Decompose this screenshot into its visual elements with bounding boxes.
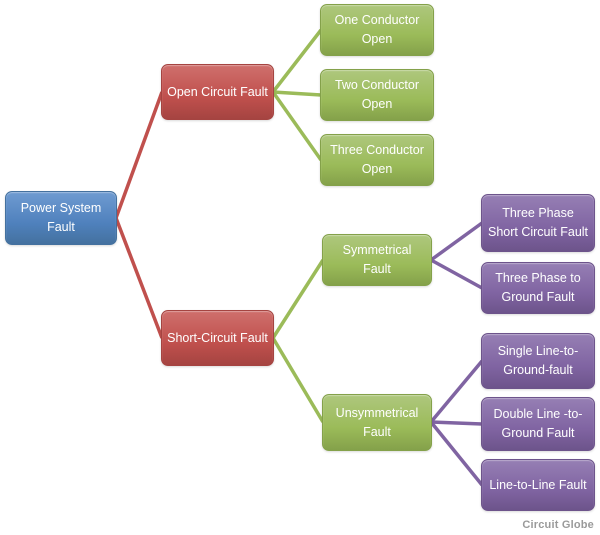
node-label: Short-Circuit Fault xyxy=(167,330,268,345)
connector-symmetrical-three-phase-ground xyxy=(430,258,483,290)
node-double-line-to-ground-fault: Double Line -to-Ground Fault xyxy=(481,397,595,451)
connector-short-unsymmetrical xyxy=(271,337,325,423)
node-line-to-line-fault: Line-to-Line Fault xyxy=(481,459,595,511)
node-label: Three Phase Short Circuit Fault xyxy=(487,206,589,239)
node-label: Two Conductor Open xyxy=(334,78,420,111)
connector-root-short-circuit xyxy=(114,217,164,339)
node-two-conductor-open: Two Conductor Open xyxy=(320,69,434,121)
connector-symmetrical-three-phase-short xyxy=(429,221,484,262)
connector-short-symmetrical xyxy=(271,259,325,339)
node-label: Double Line -to-Ground Fault xyxy=(493,407,583,440)
node-three-phase-to-ground-fault: Three Phase to Ground Fault xyxy=(481,262,595,314)
node-single-line-to-ground-fault: Single Line-to-Ground-fault xyxy=(481,333,595,389)
node-three-conductor-open: Three Conductor Open xyxy=(320,134,434,186)
watermark-circuit-globe: Circuit Globe xyxy=(522,519,594,531)
node-label: Open Circuit Fault xyxy=(167,84,268,99)
node-label: Power System Fault xyxy=(20,201,102,234)
connector-root-open-circuit xyxy=(114,91,164,219)
connector-unsymmetrical-double-line xyxy=(430,420,483,426)
node-three-phase-short-circuit-fault: Three Phase Short Circuit Fault xyxy=(481,194,595,252)
node-label: Three Phase to Ground Fault xyxy=(495,271,581,304)
node-label: Symmetrical Fault xyxy=(342,243,412,276)
node-label: Single Line-to-Ground-fault xyxy=(497,344,579,377)
connector-open-three-conductor xyxy=(271,90,323,162)
node-symmetrical-fault: Symmetrical Fault xyxy=(322,234,432,286)
connector-unsymmetrical-line-to-line xyxy=(429,420,484,487)
connector-unsymmetrical-single-line xyxy=(429,359,484,424)
node-label: Unsymmetrical Fault xyxy=(335,405,419,439)
node-power-system-fault: Power System Fault xyxy=(5,191,117,245)
node-label: Line-to-Line Fault xyxy=(489,477,587,492)
connector-open-one-conductor xyxy=(271,28,323,94)
node-open-circuit-fault: Open Circuit Fault xyxy=(161,64,274,120)
node-one-conductor-open: One Conductor Open xyxy=(320,4,434,56)
node-short-circuit-fault: Short-Circuit Fault xyxy=(161,310,274,366)
node-label: Three Conductor Open xyxy=(330,143,424,176)
node-unsymmetrical-fault: Unsymmetrical Fault xyxy=(322,394,432,451)
connector-open-two-conductor xyxy=(272,90,322,97)
node-label: One Conductor Open xyxy=(334,13,420,46)
